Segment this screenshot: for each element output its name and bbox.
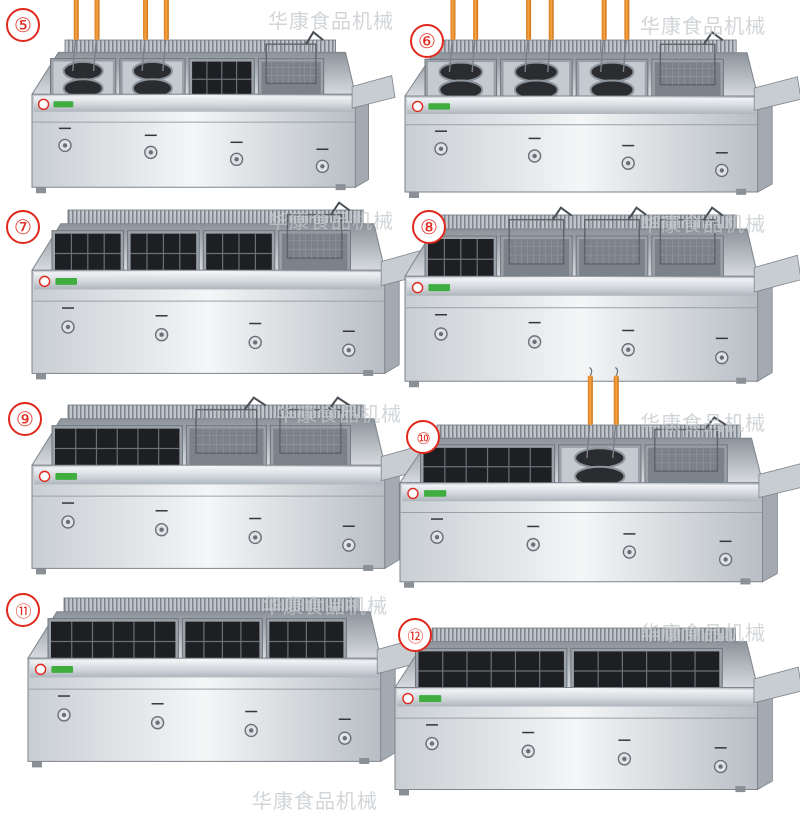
cooker-unit: [404, 206, 800, 388]
noodle-ladle: [599, 0, 607, 73]
logo-badge: [402, 692, 414, 705]
watermark-text: 华康食品机械: [640, 212, 766, 236]
logo-badge: [411, 281, 424, 294]
noodle-ladle: [141, 0, 149, 72]
noodle-cooker-hole: [513, 61, 559, 83]
watermark-text: 华康食品机械: [640, 14, 766, 38]
logo-badge: [37, 98, 50, 111]
cooker-unit: [31, 396, 429, 575]
fryer-basket: [265, 30, 324, 85]
side-shelf: [753, 76, 800, 111]
item-number-12: ⑫: [398, 618, 432, 652]
foot: [335, 184, 346, 191]
foot: [359, 757, 370, 764]
cooker-unit: [31, 0, 396, 194]
side-shelf: [758, 463, 800, 499]
logo-badge: [34, 663, 47, 676]
fryer-basket: [584, 206, 648, 265]
watermark-text: 华康食品机械: [268, 9, 394, 33]
logo-badge: [38, 275, 51, 288]
cooker-unit: [394, 627, 800, 796]
noodle-cooker-hole: [574, 447, 626, 469]
item-number-5: ⑤: [6, 8, 40, 42]
item-number-11: ⑪: [6, 593, 40, 627]
watermark-text: 华康食品机械: [262, 594, 388, 618]
watermark-text: 华康食品机械: [268, 209, 394, 233]
fryer-basket: [286, 201, 351, 259]
fryer-basket: [654, 416, 728, 472]
item-number-6: ⑥: [410, 24, 444, 58]
watermark-text: 华康食品机械: [276, 402, 402, 426]
foot: [736, 377, 747, 384]
brand-sticker: [53, 101, 74, 108]
foot: [32, 761, 42, 768]
foot: [36, 187, 46, 194]
cooker-unit: [399, 366, 800, 588]
logo-badge: [411, 100, 424, 113]
noodle-ladle: [547, 0, 554, 73]
side-shelf: [351, 75, 396, 109]
side-shelf: [753, 666, 800, 704]
logo-badge: [407, 487, 419, 500]
watermark-text: 华康食品机械: [640, 621, 766, 645]
noodle-cooker-hole: [62, 60, 104, 82]
foot: [36, 568, 46, 575]
foot: [363, 564, 374, 571]
item-number-7: ⑦: [6, 210, 40, 244]
brand-sticker: [55, 472, 77, 480]
side-shelf: [753, 254, 800, 293]
watermark-text: 华康食品机械: [640, 411, 766, 435]
item-number-9: ⑨: [8, 402, 42, 436]
brand-sticker: [51, 665, 73, 673]
item-number-10: ⑩: [406, 420, 440, 454]
noodle-ladle: [72, 0, 79, 72]
fryer-basket: [195, 396, 267, 454]
noodle-ladle: [92, 0, 100, 72]
foot: [404, 581, 414, 588]
logo-badge: [38, 470, 51, 483]
foot: [735, 786, 746, 793]
noodle-cooker-hole: [131, 60, 174, 82]
foot: [36, 373, 46, 380]
brand-sticker: [424, 490, 447, 497]
cooker-unit: [27, 597, 425, 768]
noodle-ladle: [586, 366, 593, 459]
item-number-8: ⑧: [412, 210, 446, 244]
noodle-ladle: [448, 0, 456, 73]
noodle-ladle: [471, 0, 479, 73]
cooker-unit: [404, 0, 800, 198]
noodle-cooker-hole: [589, 61, 635, 83]
cooker-unit: [31, 201, 429, 380]
brand-sticker: [428, 103, 450, 110]
brand-sticker: [55, 277, 77, 285]
foot: [409, 381, 419, 388]
noodle-cooker-hole: [438, 61, 484, 83]
fryer-basket: [659, 206, 724, 265]
foot: [399, 789, 409, 796]
noodle-ladle: [612, 366, 619, 459]
fryer-basket: [659, 30, 724, 86]
noodle-ladle: [622, 0, 630, 73]
foot: [740, 578, 751, 585]
noodle-ladle: [524, 0, 532, 73]
foot: [409, 192, 419, 198]
brand-sticker: [428, 284, 450, 292]
fryer-basket: [508, 206, 573, 265]
fryer-basket: [279, 396, 351, 454]
noodle-ladle: [162, 0, 169, 72]
brand-sticker: [419, 695, 442, 702]
foot: [363, 369, 374, 376]
foot: [736, 188, 747, 195]
